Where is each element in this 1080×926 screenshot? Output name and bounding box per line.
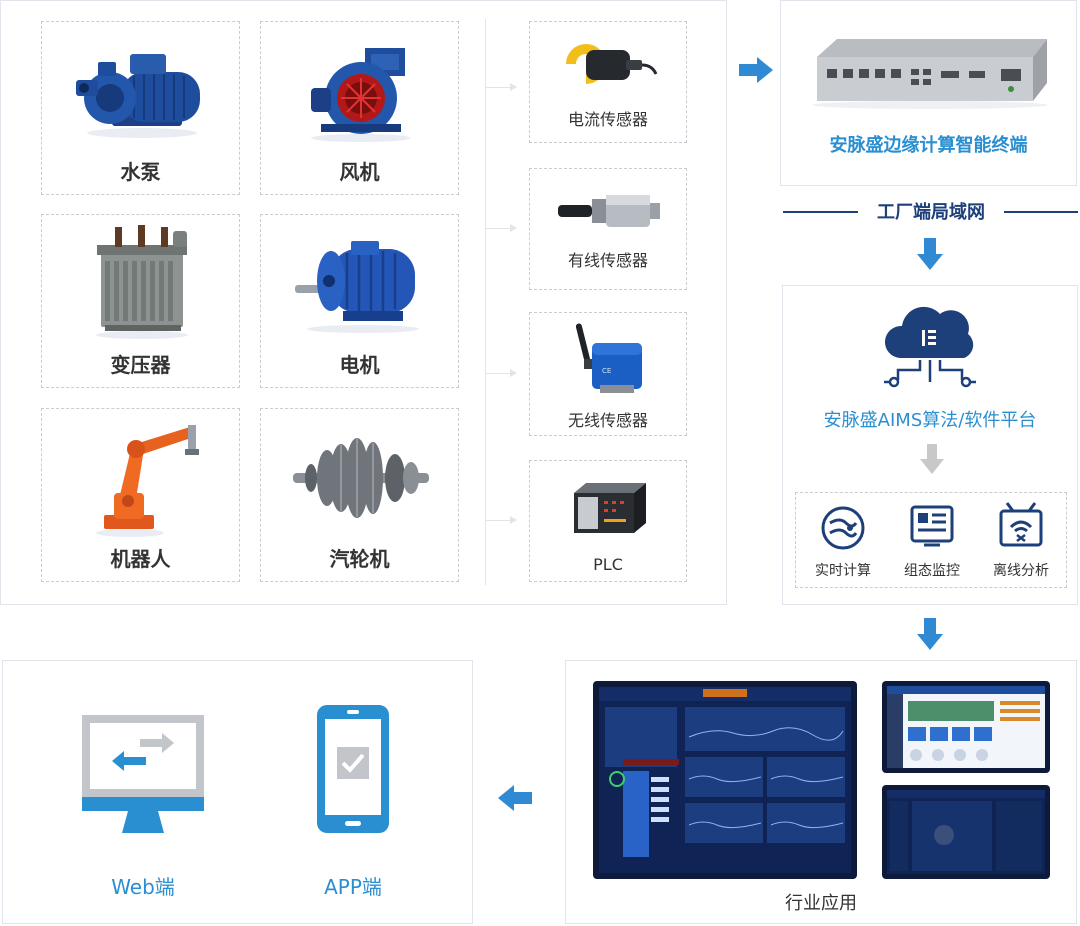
clients-panel: Web端 APP端 bbox=[2, 660, 473, 924]
client-label: APP端 bbox=[324, 875, 382, 899]
aims-platform-panel: 安脉盛AIMS算法/软件平台 实时计算 组态监控 离线分析 bbox=[782, 285, 1078, 605]
flow-arrow-down bbox=[917, 618, 943, 650]
lan-label: 工厂端局域网 bbox=[858, 198, 1004, 224]
realtime-compute-icon bbox=[821, 506, 865, 550]
sensor-card-wired: 有线传感器 bbox=[529, 168, 687, 290]
equipment-label: 机器人 bbox=[110, 547, 171, 571]
configuration-monitor-icon bbox=[910, 505, 954, 547]
wireless-sensor-icon: CE bbox=[575, 323, 642, 393]
svg-text:CE: CE bbox=[602, 367, 611, 375]
equipment-label: 风机 bbox=[339, 160, 380, 184]
flow-arrow-down bbox=[917, 238, 943, 270]
lan-line-left bbox=[783, 211, 863, 213]
connector-arrow bbox=[486, 224, 517, 232]
edge-computer-icon bbox=[812, 39, 1048, 109]
steam-turbine-icon bbox=[293, 438, 429, 518]
sensor-label: 电流传感器 bbox=[567, 110, 648, 129]
equipment-label: 变压器 bbox=[110, 353, 171, 377]
equipment-card-turbine: 汽轮机 bbox=[260, 408, 459, 582]
equipment-card-fan: 风机 bbox=[260, 21, 459, 195]
lan-line-right bbox=[1000, 211, 1078, 213]
edge-terminal-panel: 安脉盛边缘计算智能终端 bbox=[780, 0, 1077, 186]
industry-label: 行业应用 bbox=[785, 893, 857, 914]
equipment-card-robot: 机器人 bbox=[41, 408, 240, 582]
cloud-platform-icon bbox=[884, 306, 976, 388]
platform-functions: 实时计算 组态监控 离线分析 bbox=[795, 492, 1067, 588]
dashboard-screen-bottom bbox=[882, 785, 1050, 879]
equipment-sensor-panel: 水泵 风机 变压器 bbox=[0, 0, 727, 605]
edge-terminal-label: 安脉盛边缘计算智能终端 bbox=[829, 135, 1028, 156]
plc-icon bbox=[574, 483, 646, 533]
web-monitor-icon bbox=[82, 715, 204, 833]
offline-analysis-icon bbox=[999, 502, 1043, 547]
wired-sensor-icon bbox=[558, 195, 660, 227]
connector-arrow bbox=[486, 369, 517, 377]
blower-fan-icon bbox=[311, 48, 411, 142]
function-label: 组态监控 bbox=[904, 563, 960, 579]
sensor-label: PLC bbox=[593, 555, 623, 574]
equipment-label: 汽轮机 bbox=[329, 547, 390, 571]
electric-motor-icon bbox=[295, 241, 419, 333]
function-label: 离线分析 bbox=[993, 563, 1049, 579]
sensor-card-wireless: CE 无线传感器 bbox=[529, 312, 687, 436]
dashboard-screen-main bbox=[593, 681, 857, 879]
flow-arrow-left bbox=[498, 785, 532, 811]
industrial-robot-icon bbox=[96, 425, 199, 537]
mobile-app-icon bbox=[317, 705, 389, 833]
function-label: 实时计算 bbox=[815, 563, 871, 579]
connector-arrow bbox=[486, 516, 517, 524]
equipment-label: 水泵 bbox=[120, 160, 161, 184]
connector-arrow bbox=[486, 83, 517, 91]
sensor-card-current: 电流传感器 bbox=[529, 21, 687, 143]
dashboard-screen-top bbox=[882, 681, 1050, 773]
connector-divider bbox=[485, 19, 486, 585]
equipment-label: 电机 bbox=[339, 353, 380, 377]
equipment-card-motor: 电机 bbox=[260, 214, 459, 388]
flow-arrow-right bbox=[739, 57, 773, 83]
water-pump-icon bbox=[76, 54, 200, 138]
current-clamp-sensor-icon bbox=[566, 44, 658, 84]
client-label: Web端 bbox=[111, 875, 175, 899]
sensor-card-plc: PLC bbox=[529, 460, 687, 582]
equipment-card-water-pump: 水泵 bbox=[41, 21, 240, 195]
platform-label: 安脉盛AIMS算法/软件平台 bbox=[823, 410, 1037, 431]
sensor-label: 无线传感器 bbox=[567, 411, 648, 430]
industry-application-panel: 行业应用 bbox=[565, 660, 1077, 924]
transformer-icon bbox=[96, 225, 188, 339]
grey-flow-arrow-down bbox=[920, 444, 944, 474]
equipment-card-transformer: 变压器 bbox=[41, 214, 240, 388]
sensor-label: 有线传感器 bbox=[567, 251, 648, 270]
